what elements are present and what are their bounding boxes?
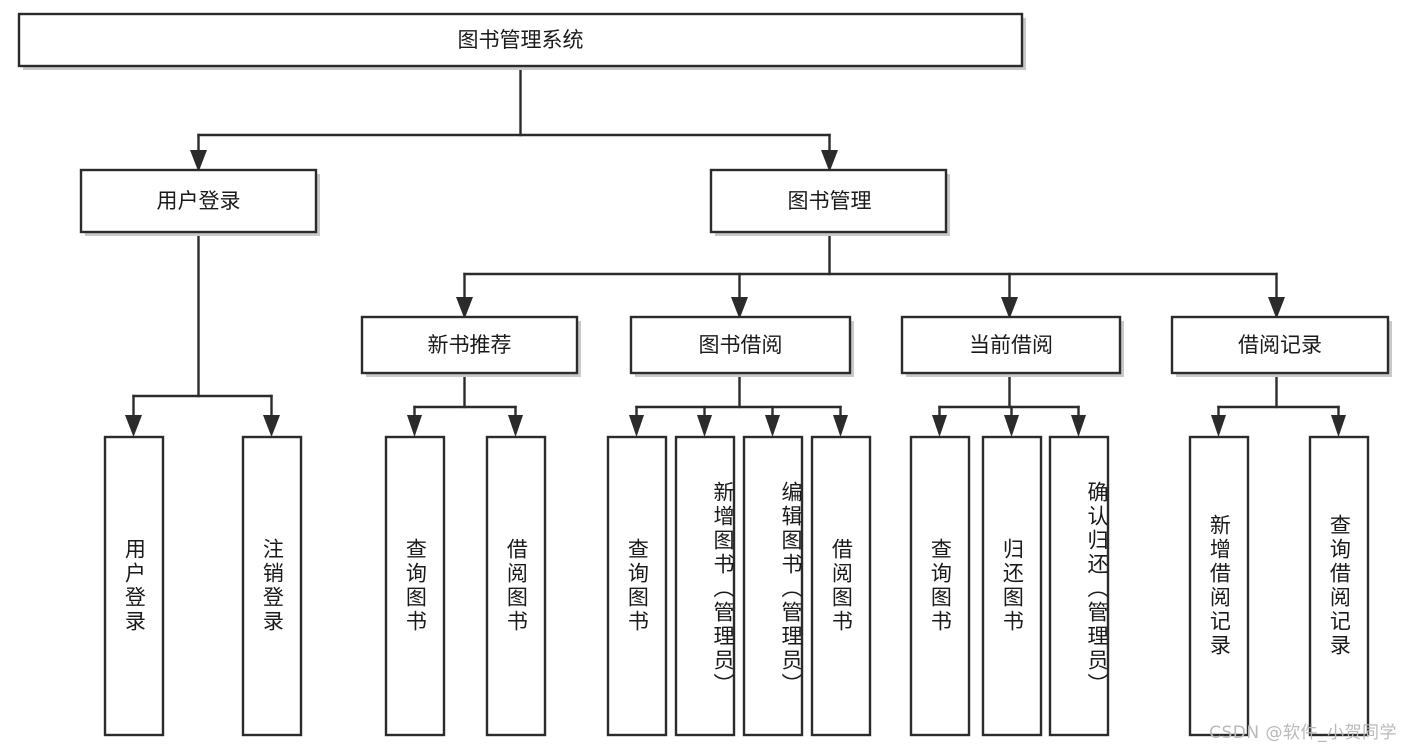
node-book-borrow[interactable]: 图书借阅 xyxy=(629,315,854,377)
arrow-icon-to-newbook xyxy=(456,297,473,319)
node-user-login-label: 用户登录 xyxy=(157,189,241,213)
arrow-icon-to-leaf-newbook-1 xyxy=(407,415,422,437)
node-user-login[interactable]: 用户登录 xyxy=(79,168,320,236)
node-current-borrow-label: 当前借阅 xyxy=(969,333,1053,357)
leaf-rect-query-borrow-record[interactable] xyxy=(1308,435,1370,737)
leaf-rect-borrow-book[interactable] xyxy=(810,435,872,737)
node-book-borrow-label: 图书借阅 xyxy=(699,333,783,357)
arrow-icon-to-leaf-borrow-2 xyxy=(697,415,712,437)
node-borrow-record-rect[interactable] xyxy=(1170,315,1390,375)
arrow-icon-to-leaf-borrow-3 xyxy=(765,415,780,437)
leaf-rect-query-book-borrow[interactable] xyxy=(606,435,668,737)
leaf-rect-user-login[interactable] xyxy=(103,435,165,737)
node-root-rect[interactable] xyxy=(17,12,1024,68)
leaf-rect-add-borrow-record[interactable] xyxy=(1188,435,1250,737)
leaf-node-layer xyxy=(103,435,1370,737)
leaf-rect-query-book-current[interactable] xyxy=(909,435,971,737)
node-new-book-recommend[interactable]: 新书推荐 xyxy=(360,315,581,377)
leaf-rect-return-book[interactable] xyxy=(981,435,1043,737)
arrow-icon-to-leaf-current-3 xyxy=(1071,415,1086,437)
arrow-icon-to-leaf-current-2 xyxy=(1004,415,1019,437)
leaf-rect-logout[interactable] xyxy=(241,435,303,737)
node-borrow-record-label: 借阅记录 xyxy=(1238,333,1322,357)
arrow-icon-to-current xyxy=(1001,297,1018,319)
node-borrow-record[interactable]: 借阅记录 xyxy=(1170,315,1392,377)
arrow-icon-to-leaf-record-2 xyxy=(1331,415,1346,437)
node-root[interactable]: 图书管理系统 xyxy=(17,12,1026,70)
node-book-borrow-rect[interactable] xyxy=(629,315,852,375)
node-current-borrow[interactable]: 当前借阅 xyxy=(900,315,1124,377)
arrow-icon-to-leaf-logout xyxy=(263,415,280,437)
node-book-management-rect[interactable] xyxy=(709,168,948,234)
arrow-icon-to-leaf-user-login xyxy=(125,415,142,437)
arrow-icon-to-leaf-record-1 xyxy=(1211,415,1226,437)
leaf-rect-confirm-return-admin[interactable] xyxy=(1048,435,1110,737)
csdn-watermark: CSDN @软件_小贺同学 xyxy=(1209,723,1397,743)
arrowhead-layer xyxy=(125,150,1346,437)
node-root-label: 图书管理系统 xyxy=(458,28,584,52)
node-book-management[interactable]: 图书管理 xyxy=(709,168,950,236)
node-new-book-recommend-rect[interactable] xyxy=(360,315,579,375)
node-user-login-rect[interactable] xyxy=(79,168,318,234)
arrow-icon-to-leaf-borrow-4 xyxy=(833,415,848,437)
arrow-icon-to-user-login xyxy=(190,150,207,172)
node-new-book-recommend-label: 新书推荐 xyxy=(428,333,512,357)
node-current-borrow-rect[interactable] xyxy=(900,315,1122,375)
node-book-management-label: 图书管理 xyxy=(788,189,872,213)
arrow-icon-to-leaf-current-1 xyxy=(932,415,947,437)
leaf-rect-edit-book-admin[interactable] xyxy=(742,435,804,737)
leaf-rect-add-book-admin[interactable] xyxy=(674,435,736,737)
arrow-icon-to-borrow xyxy=(731,297,748,319)
arrow-icon-to-leaf-borrow-1 xyxy=(629,415,644,437)
leaf-rect-query-book-newbook[interactable] xyxy=(384,435,446,737)
arrow-icon-to-book-mgmt xyxy=(821,150,838,172)
arrow-icon-to-leaf-newbook-2 xyxy=(508,415,523,437)
leaf-rect-borrow-book-newbook[interactable] xyxy=(485,435,547,737)
arrow-icon-to-record xyxy=(1268,297,1285,319)
